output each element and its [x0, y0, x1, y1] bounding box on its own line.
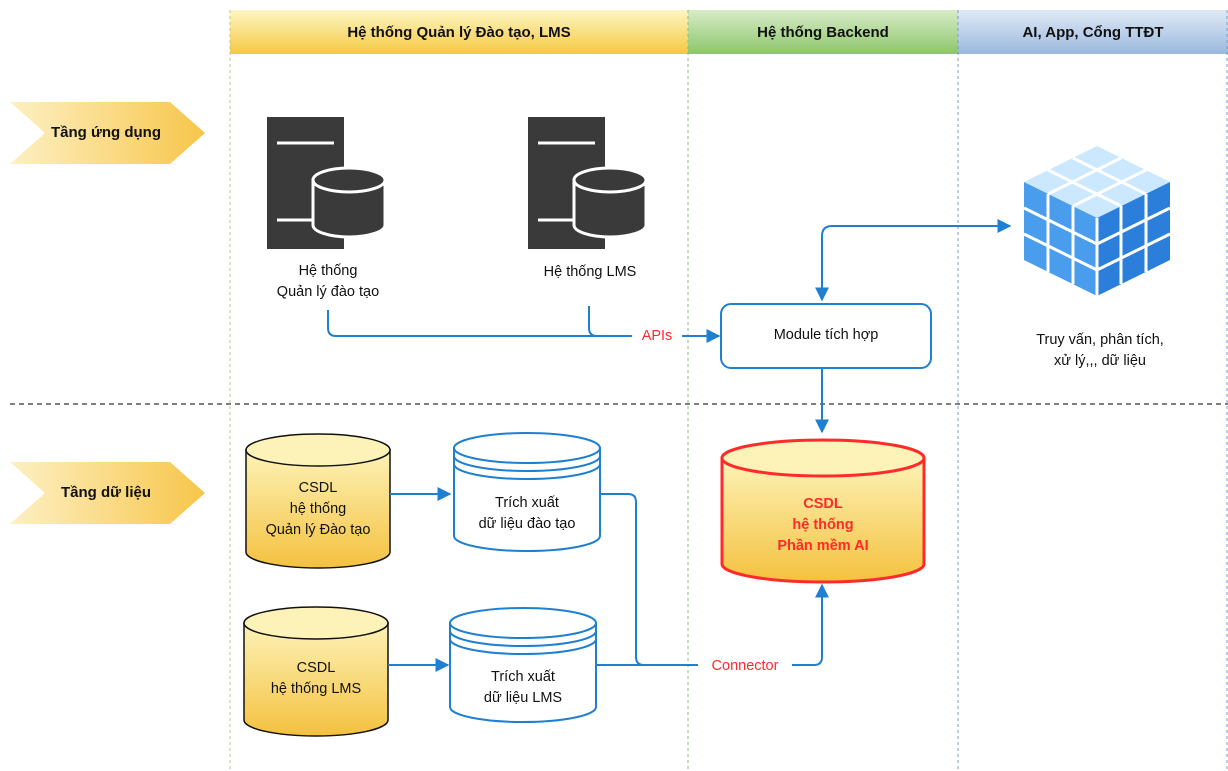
db-ai-line3: Phần mềm AI	[777, 538, 869, 554]
extract-lms-cylinder	[449, 607, 597, 723]
db-ai-cylinder	[720, 438, 926, 584]
column-header-lms: Hệ thống Quản lý Đào tạo, LMS	[230, 10, 688, 54]
db-training-line3: Quản lý Đào tạo	[265, 522, 371, 538]
db-training-cylinder	[245, 433, 391, 569]
layer-label-app: Tầng ứng dụng	[50, 124, 161, 141]
data-cube-icon	[1023, 146, 1171, 296]
db-ai-line2: hệ thống	[792, 517, 854, 533]
column-header-ai-text: AI, App, Cổng TTĐT	[1022, 23, 1164, 41]
db-ai-line1: CSDL	[803, 496, 843, 512]
db-training-label: CSDL hệ thống Quản lý Đào tạo	[246, 478, 390, 541]
column-header-ai: AI, App, Cổng TTĐT	[958, 10, 1228, 54]
extract-training-line2: dữ liệu đào tạo	[478, 516, 576, 532]
extract-lms-line2: dữ liệu LMS	[483, 690, 563, 706]
apis-label: APIs	[641, 328, 673, 344]
extract-training-label: Trích xuất dữ liệu đào tạo	[454, 493, 600, 535]
db-ai-label: CSDL hệ thống Phần mềm AI	[722, 494, 924, 557]
layer-chevron-app	[10, 102, 205, 164]
extract-lms-line1: Trích xuất	[491, 669, 555, 685]
server-icon-training	[267, 117, 387, 249]
layer-label-data: Tầng dữ liệu	[60, 484, 152, 501]
api-line-lms	[588, 306, 632, 337]
db-training-line2: hệ thống	[289, 501, 347, 517]
query-label-line1: Truy vấn, phân tích,	[1036, 332, 1164, 348]
db-lms-line1: CSDL	[296, 660, 336, 676]
connector-arrow	[792, 583, 829, 666]
module-label: Module tích hợp	[773, 327, 879, 343]
extract-lms-label: Trích xuất dữ liệu LMS	[450, 667, 596, 709]
column-header-backend: Hệ thống Backend	[688, 10, 958, 54]
connector-line-training	[600, 493, 698, 666]
extract-training-line1: Trích xuất	[495, 495, 559, 511]
query-label: Truy vấn, phân tích, xử lý,,, dữ liệu	[990, 330, 1210, 372]
column-header-backend-text: Hệ thống Backend	[757, 23, 889, 41]
db-lms-line2: hệ thống LMS	[270, 681, 362, 697]
server-icon-lms	[528, 117, 648, 249]
server-label-training: Hệ thống Quản lý đào tạo	[238, 261, 418, 303]
column-header-lms-text: Hệ thống Quản lý Đào tạo, LMS	[347, 23, 571, 41]
extract-training-cylinder	[453, 432, 601, 552]
server-label-training-line1: Hệ thống	[298, 263, 358, 279]
db-training-line1: CSDL	[298, 480, 338, 496]
connector-label: Connector	[698, 656, 792, 677]
server-label-training-line2: Quản lý đào tạo	[276, 284, 380, 300]
db-lms-cylinder	[243, 606, 389, 737]
db-lms-label: CSDL hệ thống LMS	[244, 658, 388, 700]
module-to-ai-arrow	[815, 219, 1012, 302]
query-label-line2: xử lý,,, dữ liệu	[1054, 353, 1146, 369]
server-label-lms: Hệ thống LMS	[543, 264, 637, 280]
layer-chevron-data	[10, 462, 205, 524]
api-line-training	[327, 310, 632, 337]
module-box	[720, 303, 932, 369]
